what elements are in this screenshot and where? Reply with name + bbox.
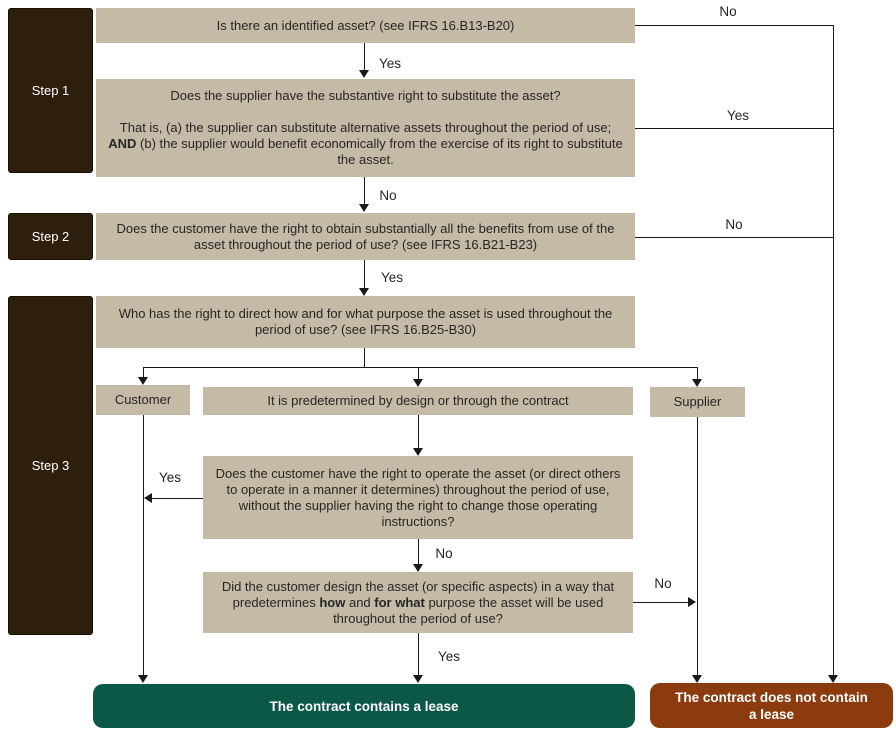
edge-design-no-line — [633, 602, 689, 603]
outcome-contains-lease: The contract contains a lease — [93, 684, 635, 728]
edge-supplier-nolease-line — [697, 417, 698, 676]
edge-identified-no-line — [635, 25, 834, 26]
edge-benefits-no-line — [635, 237, 834, 238]
edge-substitute-yes-line — [635, 128, 834, 129]
edge-right-rail-line — [833, 25, 834, 676]
arrowhead-benefits-yes-icon — [359, 288, 369, 296]
edge-operate-yes-line — [151, 498, 203, 499]
edge-identified-yes-line — [364, 43, 365, 71]
arrowhead-supplier-nolease-icon — [692, 675, 702, 683]
edge-predetermined-operate-line — [418, 415, 419, 449]
node-customer-text: Customer — [114, 392, 172, 407]
edge-customer-lease-line — [143, 415, 144, 676]
step-3-label: Step 3 — [31, 458, 70, 473]
edge-substitute-no-line — [364, 177, 365, 205]
node-benefits: Does the customer have the right to obta… — [96, 213, 635, 260]
label-identified-yes: Yes — [378, 56, 402, 71]
label-operate-no: No — [435, 546, 453, 561]
node-predetermined-text: It is predetermined by design or through… — [267, 393, 569, 408]
arrowhead-branch-supplier-icon — [692, 379, 702, 387]
node-direct: Who has the right to direct how and for … — [96, 296, 635, 348]
edge-branch-horizontal-line — [143, 367, 698, 368]
node-substitute-line2: That is, (a) the supplier can substitute… — [108, 120, 623, 167]
edge-branch-supplier-drop — [697, 367, 698, 380]
step-3-label-box: Step 3 — [8, 296, 93, 635]
arrowhead-operate-yes-icon — [144, 493, 152, 503]
edge-direct-stem-line — [364, 348, 365, 368]
node-predetermined: It is predetermined by design or through… — [203, 387, 633, 415]
outcome-no-lease-text: The contract does not contain a lease — [675, 689, 868, 722]
node-supplier-text: Supplier — [673, 394, 722, 409]
arrowhead-customer-lease-icon — [138, 675, 148, 683]
arrowhead-substitute-no-icon — [359, 204, 369, 212]
edge-branch-customer-drop — [143, 367, 144, 378]
step-1-label: Step 1 — [31, 83, 70, 98]
step-1-label-box: Step 1 — [8, 8, 93, 173]
step-2-label-box: Step 2 — [8, 213, 93, 260]
node-design-text: Did the customer design the asset (or sp… — [221, 578, 615, 626]
label-benefits-no: No — [725, 217, 743, 232]
edge-operate-no-line — [418, 539, 419, 565]
node-customer: Customer — [96, 385, 190, 415]
step-2-label: Step 2 — [31, 229, 70, 244]
arrowhead-identified-yes-icon — [359, 70, 369, 78]
edge-benefits-yes-line — [364, 260, 365, 289]
node-benefits-text: Does the customer have the right to obta… — [116, 220, 615, 252]
edge-design-yes-line — [418, 633, 419, 676]
label-design-no: No — [654, 576, 672, 591]
arrowhead-design-no-icon — [688, 597, 696, 607]
node-operate-text: Does the customer have the right to oper… — [215, 465, 621, 529]
arrowhead-branch-customer-icon — [138, 377, 148, 385]
node-identified-asset: Is there an identified asset? (see IFRS … — [96, 8, 635, 43]
arrowhead-branch-predetermined-icon — [413, 379, 423, 387]
label-substitute-no: No — [379, 188, 397, 203]
arrowhead-predetermined-operate-icon — [413, 448, 423, 456]
label-operate-yes: Yes — [158, 470, 182, 485]
node-design: Did the customer design the asset (or sp… — [203, 572, 633, 633]
node-substitute-right: Does the supplier have the substantive r… — [96, 79, 635, 177]
label-benefits-yes: Yes — [380, 270, 404, 285]
outcome-no-lease: The contract does not contain a lease — [650, 683, 893, 728]
arrowhead-rightrail-nolease-icon — [828, 675, 838, 683]
outcome-contains-lease-text: The contract contains a lease — [269, 698, 459, 714]
node-direct-text: Who has the right to direct how and for … — [118, 306, 613, 337]
label-identified-no: No — [719, 4, 737, 19]
label-design-yes: Yes — [437, 649, 461, 664]
node-operate: Does the customer have the right to oper… — [203, 456, 633, 539]
arrowhead-design-yes-icon — [413, 675, 423, 683]
edge-branch-predetermined-drop — [418, 367, 419, 380]
node-substitute-line1: Does the supplier have the substantive r… — [170, 88, 561, 103]
node-supplier: Supplier — [650, 387, 745, 417]
arrowhead-operate-no-icon — [413, 564, 423, 572]
node-identified-asset-text: Is there an identified asset? (see IFRS … — [216, 17, 515, 33]
label-substitute-yes: Yes — [726, 108, 750, 123]
